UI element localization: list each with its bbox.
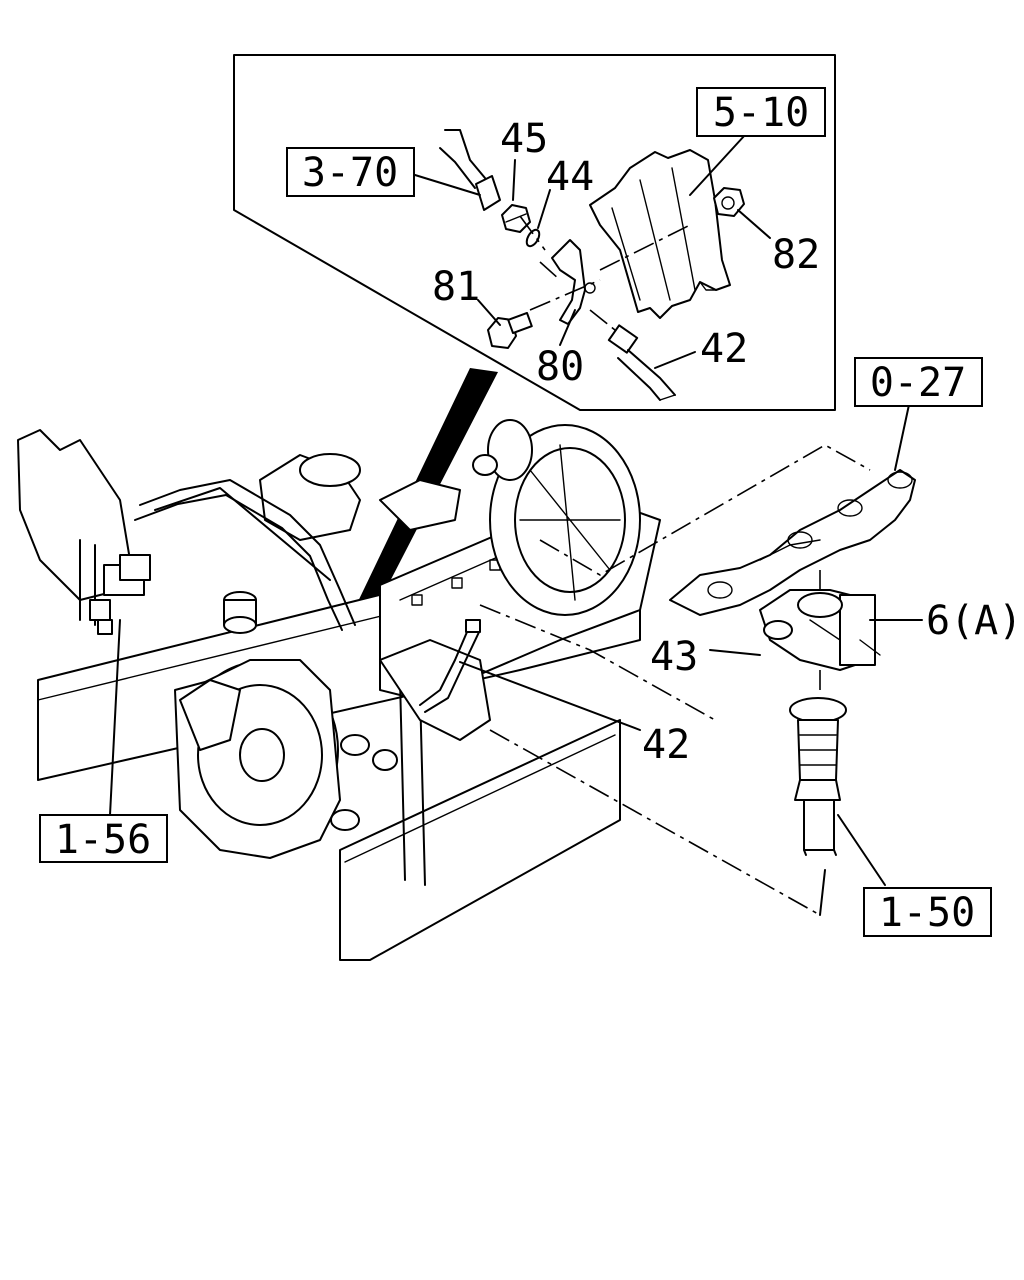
- filter-canister: [223, 591, 257, 634]
- svg-text:3-70: 3-70: [302, 150, 398, 196]
- label-42-main: 42: [642, 722, 690, 768]
- svg-text:5-10: 5-10: [713, 90, 809, 136]
- label-44: 44: [546, 154, 594, 200]
- bracket-plate: [589, 149, 731, 319]
- svg-text:1-56: 1-56: [55, 817, 151, 863]
- bolt-81: [487, 312, 533, 349]
- nut-45: [501, 204, 531, 233]
- pipe-42-inset: [607, 324, 676, 401]
- exhaust-pipe: [789, 697, 847, 856]
- valve-block: [89, 554, 151, 635]
- ref-5-10: 5-10: [696, 87, 826, 137]
- label-82: 82: [772, 232, 820, 278]
- washer-44: [525, 228, 541, 248]
- ref-3-70: 3-70: [286, 147, 415, 197]
- ref-0-27: 0-27: [854, 357, 983, 407]
- leader-lines: [109, 134, 923, 886]
- ref-1-50: 1-50: [863, 887, 992, 937]
- svg-text:0-27: 0-27: [870, 360, 966, 406]
- label-43: 43: [650, 634, 698, 680]
- label-80: 80: [536, 344, 584, 390]
- exhaust-brake-valve: [759, 570, 881, 690]
- exhaust-manifold: [669, 469, 916, 616]
- label-81: 81: [432, 264, 480, 310]
- ref-1-56: 1-56: [39, 814, 168, 863]
- pipe-3-70: [439, 129, 501, 211]
- engine-assembly: [17, 419, 871, 961]
- nut-82: [713, 187, 745, 217]
- label-6a: 6(A): [926, 598, 1022, 644]
- label-42-inset: 42: [700, 326, 748, 372]
- label-45: 45: [500, 116, 548, 162]
- svg-text:1-50: 1-50: [879, 890, 975, 936]
